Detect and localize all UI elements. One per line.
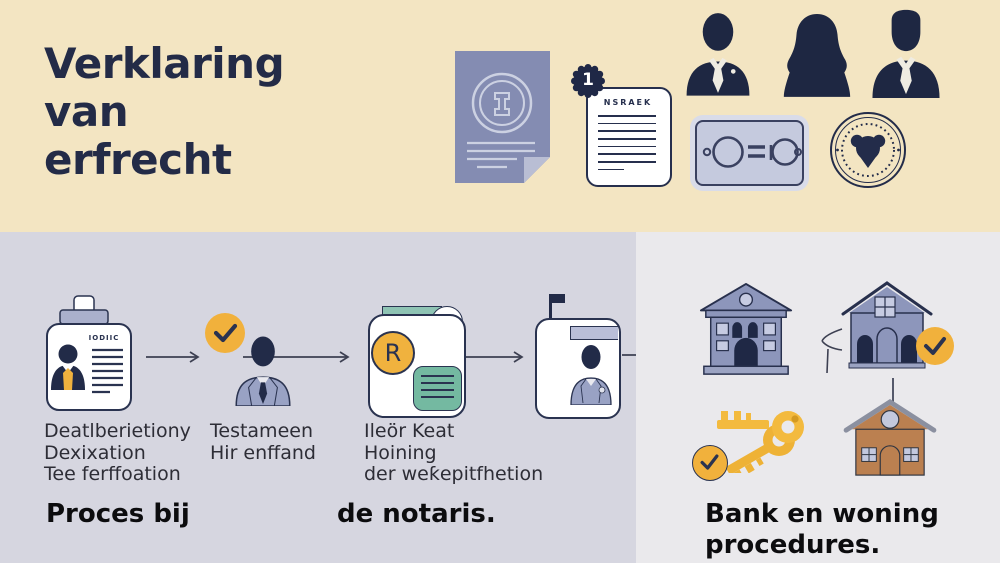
title-line-3: erfrecht — [44, 135, 232, 184]
flow-arrow-3 — [466, 351, 524, 363]
flag-icon — [552, 294, 565, 303]
keys-check-icon — [692, 445, 728, 481]
header-section: Verklaring van erfrecht NSRAEK — [0, 0, 1000, 232]
number-one-rosette-badge: 1 — [568, 61, 608, 101]
title-line-1: Verklaring — [44, 39, 285, 88]
certificate-text-lines — [598, 115, 656, 177]
document-note-panel — [413, 366, 462, 411]
step3-label: Ileör Keat Hoining der weƙepitfhetion — [364, 420, 544, 485]
bank-section — [636, 232, 1000, 563]
step1-label: Deatlberietiony Dexixation Tee ferffoati… — [44, 420, 191, 485]
certificate-header: NSRAEK — [603, 98, 653, 107]
id-card-icon: IODIIC — [46, 295, 132, 411]
caption-de-notaris: de notaris. — [337, 499, 496, 529]
woning-house-icon — [843, 399, 937, 476]
certificate-icon — [586, 87, 672, 187]
heir-silhouette-man-1 — [686, 13, 750, 96]
flag-pole — [549, 294, 552, 320]
branch-connector — [821, 328, 843, 374]
title-line-2: van — [44, 87, 129, 136]
r-badge: R — [371, 331, 415, 375]
caption-proces-bij: Proces bij — [46, 499, 190, 529]
dossier-header-bar — [570, 326, 618, 340]
house-check-icon — [916, 327, 954, 365]
dossier-person-icon — [570, 345, 612, 405]
deed-document-icon — [455, 51, 550, 183]
badge-number: 1 — [582, 70, 594, 90]
step2-label: Testameen Hir enffand — [210, 420, 316, 464]
page-title: Verklaring van erfrecht — [44, 39, 285, 184]
heir-silhouette-woman — [783, 14, 851, 97]
flow-arrow-1 — [146, 351, 200, 363]
bank-plate-icon — [695, 120, 804, 186]
approved-house-icon — [841, 281, 933, 369]
vertical-connector — [892, 378, 894, 402]
approved-check-icon — [205, 313, 245, 353]
testator-person-icon — [235, 336, 291, 406]
house-keys-icon — [717, 411, 804, 473]
caption-bank-woning: Bank en woning procedures. — [705, 499, 939, 560]
notary-seal-icon — [830, 112, 906, 188]
id-card-header: IODIIC — [89, 334, 120, 342]
heir-silhouette-man-2 — [872, 9, 940, 98]
bank-building-icon — [699, 282, 793, 375]
